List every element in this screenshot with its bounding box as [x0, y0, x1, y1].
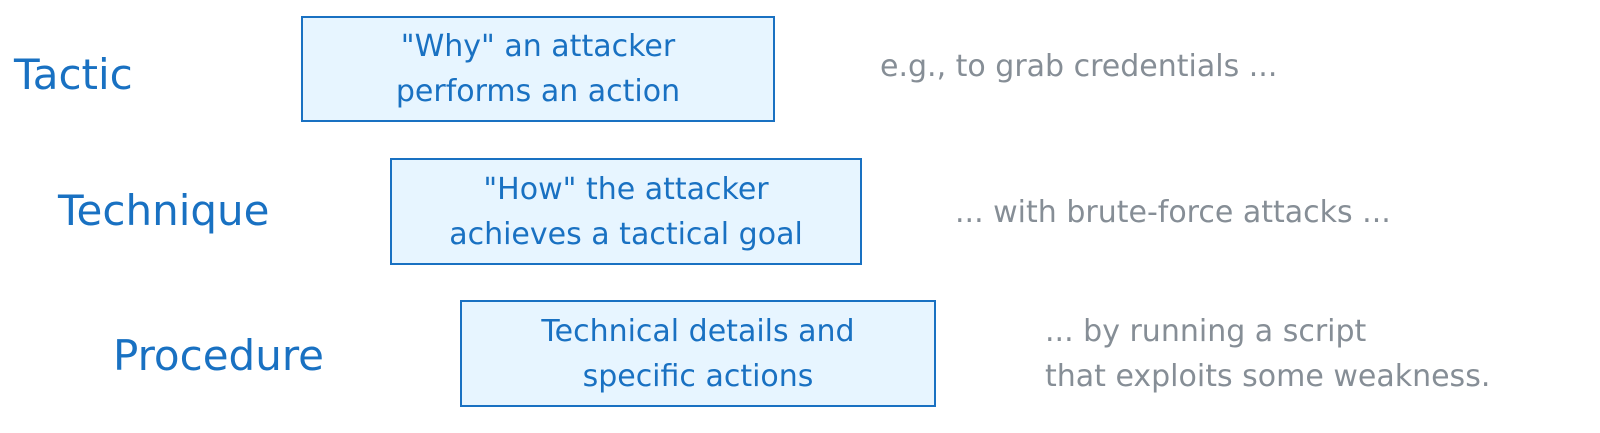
term-technique: Technique	[58, 186, 270, 235]
example-line: that exploits some weakness.	[1045, 359, 1491, 394]
definition-box-tactic: "Why" an attacker performs an action	[301, 16, 775, 122]
term-tactic: Tactic	[14, 50, 133, 99]
definition-box-technique: "How" the attacker achieves a tactical g…	[390, 158, 862, 265]
example-line: ... by running a script	[1045, 314, 1367, 349]
definition-line: Technical details and	[541, 313, 855, 349]
term-procedure: Procedure	[113, 331, 325, 380]
example-technique: ... with brute-force attacks ...	[955, 190, 1391, 235]
definition-box-procedure: Technical details and specific actions	[460, 300, 936, 407]
definition-line: performs an action	[395, 74, 681, 109]
definition-line: achieves a tactical goal	[449, 216, 803, 252]
definition-line: "How" the attacker	[483, 171, 769, 207]
definition-line: specific actions	[582, 358, 814, 394]
example-procedure: ... by running a script that exploits so…	[1045, 309, 1490, 399]
definition-line: "Why" an attacker	[400, 29, 676, 64]
example-line: e.g., to grab credentials ...	[880, 49, 1278, 84]
example-line: ... with brute-force attacks ...	[955, 195, 1391, 230]
example-tactic: e.g., to grab credentials ...	[880, 44, 1277, 89]
